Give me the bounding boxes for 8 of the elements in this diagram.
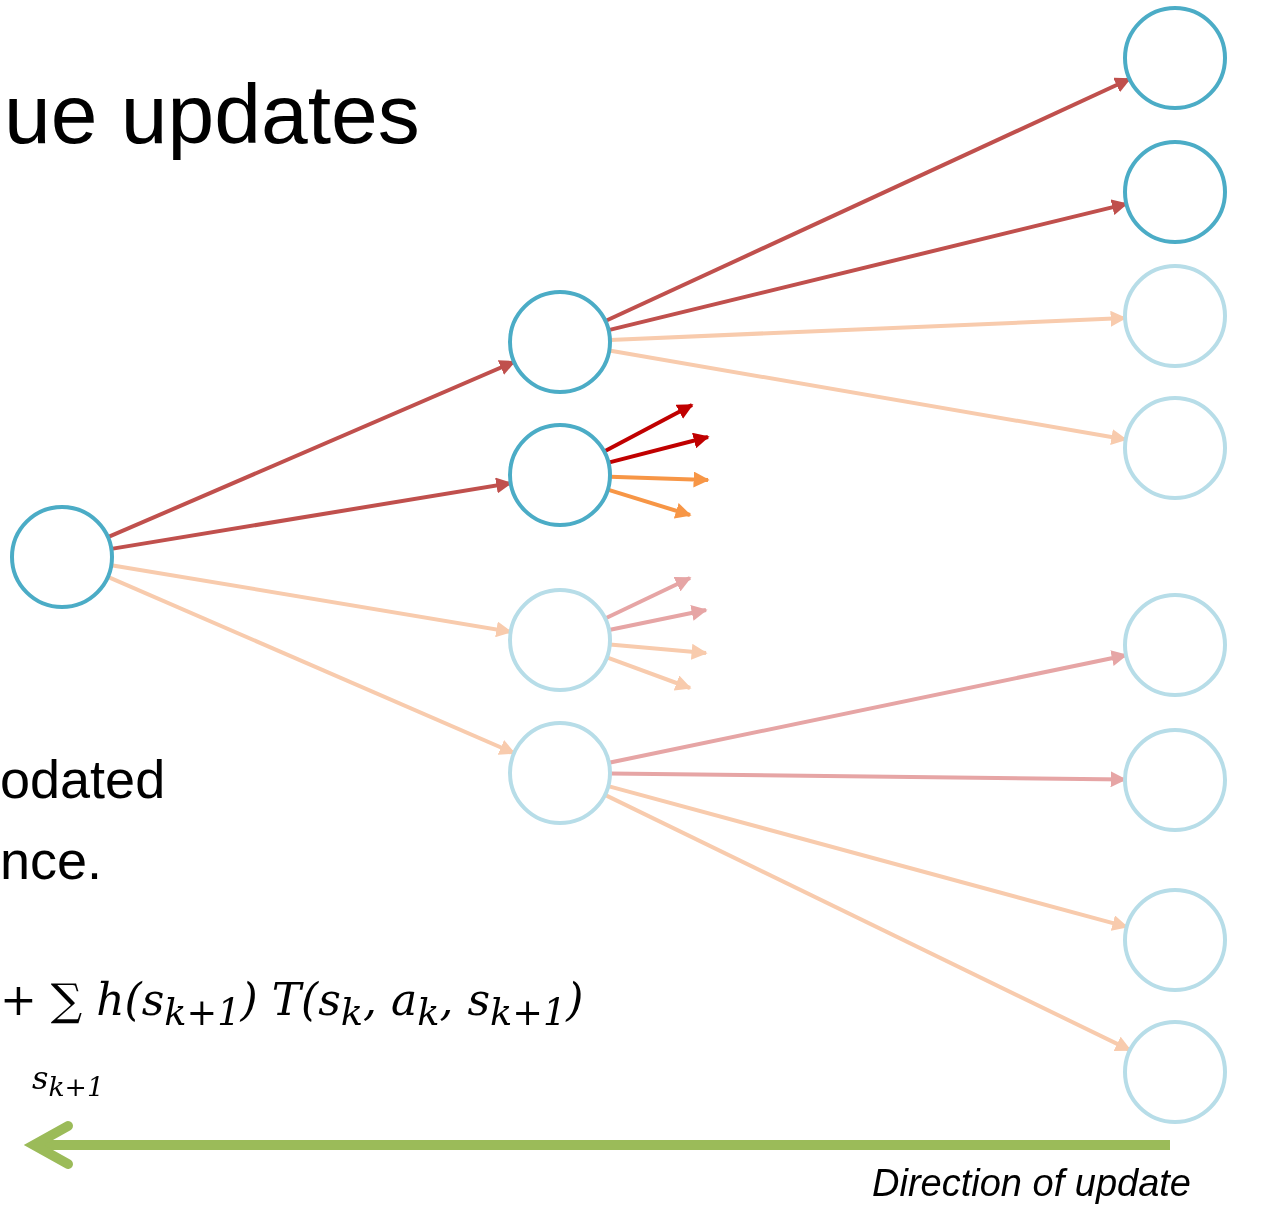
axis-label: Direction of update <box>872 1164 1191 1202</box>
arrow <box>603 403 694 454</box>
body-text: nce. <box>0 833 103 887</box>
arrow <box>107 360 516 539</box>
arrow <box>107 575 516 755</box>
formula: + ∑ h(s$_{k+1}$) T(s$_{k}$, a$_{k}$, s$_{k+1}$) <box>0 978 584 1032</box>
formula-subscript: s$_{k+1}$ <box>32 1062 104 1102</box>
body-text: odated <box>0 752 166 806</box>
